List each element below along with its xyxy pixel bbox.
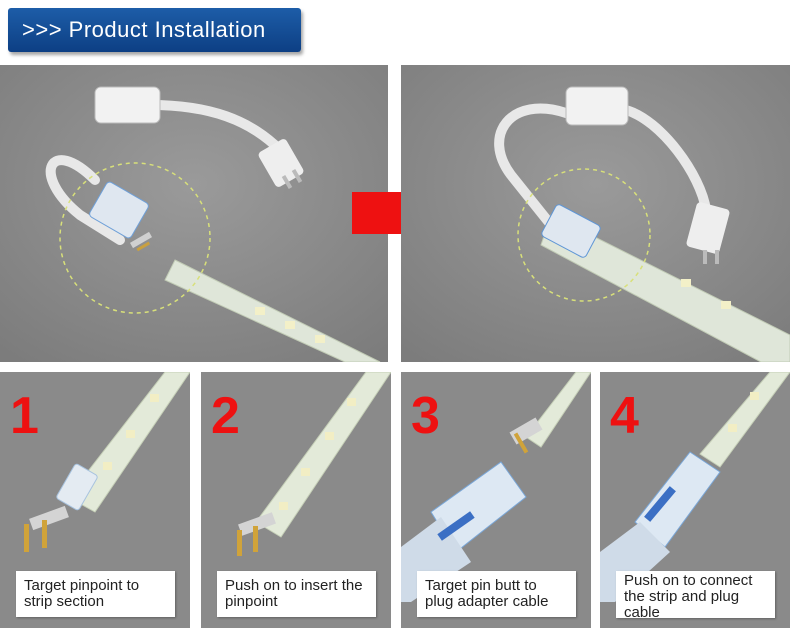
photo-after-assembly [401,65,790,362]
step-caption: Target pin butt to plug adapter cable [417,571,576,617]
step-3-panel: 3 Target pin butt to plug adapter cable [401,372,591,628]
step-number: 1 [10,387,39,445]
section-title: >>> Product Installation [22,17,266,42]
step-2-panel: 2 Push on to insert the pinpoint [201,372,391,628]
photo-before-assembly [0,65,388,362]
step-number: 2 [211,387,240,445]
section-header: >>> Product Installation [8,8,301,52]
step-caption: Push on to connect the strip and plug ca… [616,571,775,621]
step-4-panel: 4 Push on to connect the strip and plug … [600,372,790,628]
step-caption: Push on to insert the pinpoint [217,571,376,617]
step-caption: Target pinpoint to strip section [16,571,175,617]
step-number: 4 [610,387,639,445]
step-number: 3 [411,387,440,445]
step-1-panel: 1 Target pinpoint to strip section [0,372,190,628]
